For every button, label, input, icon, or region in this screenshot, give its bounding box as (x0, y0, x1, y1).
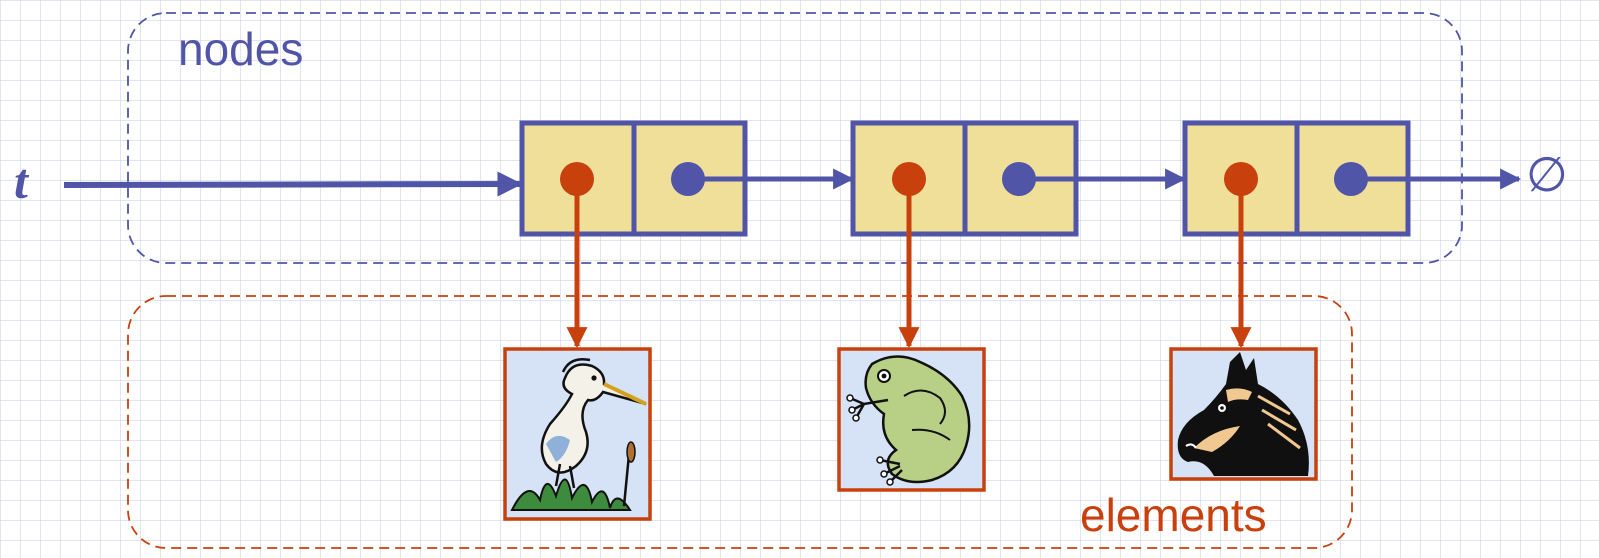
horse-image (1169, 347, 1318, 481)
elements-group-box (127, 295, 1353, 549)
next-pointer-2-dot (1002, 162, 1036, 196)
nodes-label: nodes (178, 23, 304, 75)
element-pointer-3-dot (1224, 162, 1258, 196)
nodes-group-box (127, 12, 1463, 264)
elements-label: elements (1080, 489, 1267, 541)
next-pointer-3-dot (1334, 162, 1368, 196)
element-pointer-2-dot (892, 162, 926, 196)
node-2 (850, 120, 1079, 237)
element-pointer-1-dot (560, 162, 594, 196)
null-symbol: ∅ (1526, 149, 1568, 202)
frog-image (837, 347, 986, 492)
head-pointer-label: t (14, 153, 28, 209)
heron-image (503, 347, 652, 521)
next-pointer-1-dot (671, 162, 705, 196)
head-pointer-arrow (63, 171, 523, 197)
